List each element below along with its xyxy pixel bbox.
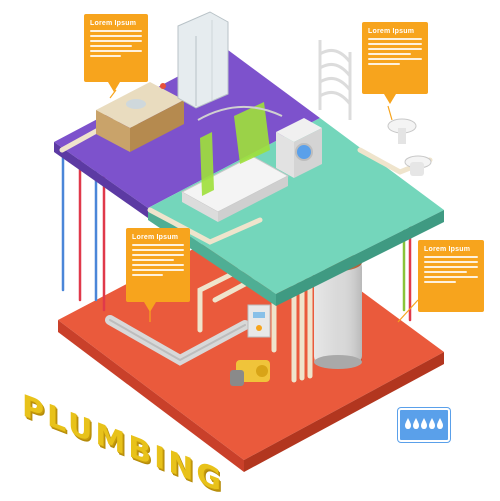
wash-basin — [387, 118, 417, 144]
callout-pointer — [384, 94, 396, 104]
water-drop-icon — [421, 418, 427, 429]
upper-floor-purple — [54, 50, 320, 218]
callout-heading: Lorem Ipsum — [368, 28, 415, 35]
control-panel — [247, 304, 271, 338]
callout-top-right: Lorem Ipsum — [362, 22, 428, 104]
water-drop-icon — [437, 418, 443, 429]
towel-radiator — [318, 40, 352, 120]
callout-leaders — [109, 89, 419, 323]
water-drop-icon — [405, 418, 411, 429]
pressure-pump — [230, 360, 270, 386]
callout-middle-right: Lorem Ipsum — [418, 240, 484, 312]
sink-cabinet — [96, 82, 184, 152]
callout-middle-left: Lorem Ipsum — [126, 228, 190, 312]
callout-heading: Lorem Ipsum — [132, 234, 179, 241]
water-drop-icon — [429, 418, 435, 429]
shower-cabin — [177, 11, 229, 109]
callout-body-placeholder — [132, 244, 184, 276]
toilet — [404, 155, 432, 176]
washing-machine — [276, 118, 322, 178]
callout-heading: Lorem Ipsum — [424, 246, 471, 253]
callout-body-placeholder — [424, 256, 478, 283]
callout-heading: Lorem Ipsum — [90, 20, 137, 27]
water-drops-badge — [398, 408, 450, 442]
callout-top-left: Lorem Ipsum — [84, 14, 148, 92]
bathtub — [180, 102, 290, 222]
water-drop-icon — [413, 418, 419, 429]
callout-pointer — [108, 82, 120, 92]
callout-pointer — [144, 302, 156, 312]
callout-body-placeholder — [368, 38, 422, 65]
callout-body-placeholder — [90, 30, 142, 57]
